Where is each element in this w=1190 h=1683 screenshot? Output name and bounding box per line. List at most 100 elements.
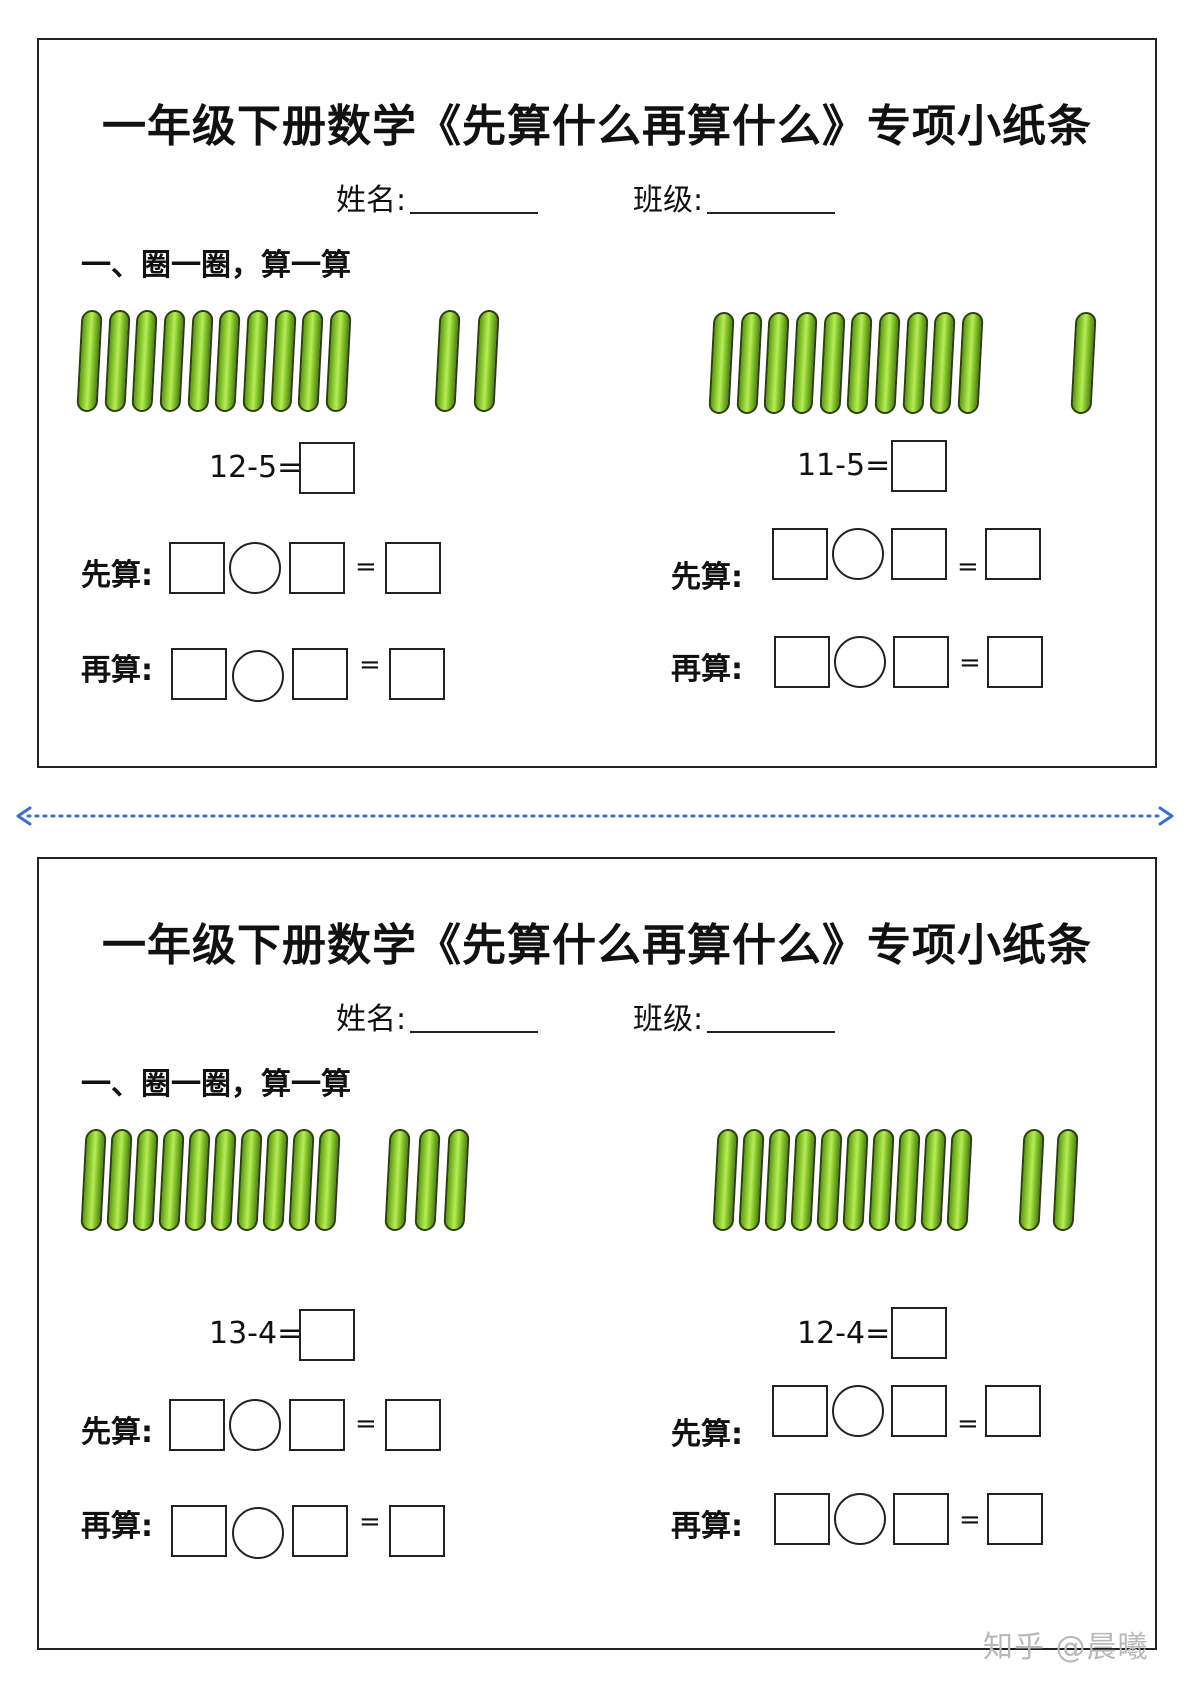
operand-box[interactable] <box>171 1505 227 1557</box>
counting-stick <box>818 312 846 414</box>
counting-stick <box>184 1129 211 1231</box>
class-label: 班级: <box>633 183 704 218</box>
answer-box[interactable] <box>299 1309 355 1361</box>
worksheet-2: 一年级下册数学《先算什么再算什么》专项小纸条 姓名: 班级: 一、圈一圈，算一算… <box>37 857 1157 1650</box>
class-blank-line[interactable] <box>707 1001 836 1033</box>
counting-stick <box>1018 1129 1045 1231</box>
arrow-left-icon <box>16 806 32 826</box>
counting-stick <box>434 310 461 412</box>
first-step-label: 先算: <box>671 1417 743 1452</box>
counting-stick <box>262 1129 289 1231</box>
class-blank-line[interactable] <box>707 182 836 214</box>
equals-sign: = <box>957 1409 979 1439</box>
answer-box[interactable] <box>891 1307 947 1359</box>
worksheet-title: 一年级下册数学《先算什么再算什么》专项小纸条 <box>102 920 1092 971</box>
counting-stick <box>80 1129 107 1231</box>
operator-circle[interactable] <box>229 542 281 594</box>
result-box[interactable] <box>987 1493 1043 1545</box>
then-step-label: 再算: <box>81 653 153 688</box>
stick-group-loose <box>384 1129 470 1233</box>
operator-circle[interactable] <box>832 1385 884 1437</box>
counting-stick <box>158 1129 185 1231</box>
counting-stick <box>764 1129 791 1231</box>
counting-stick <box>929 312 957 414</box>
operand-box[interactable] <box>772 1385 828 1437</box>
operand-box[interactable] <box>891 1385 947 1437</box>
counting-stick <box>846 312 874 414</box>
name-label: 姓名: <box>336 1002 407 1037</box>
equation-text: 11-5= <box>797 448 891 483</box>
result-box[interactable] <box>385 542 441 594</box>
counting-stick <box>242 310 269 412</box>
operand-box[interactable] <box>774 1493 830 1545</box>
first-step-label: 先算: <box>81 558 153 593</box>
equation-text: 13-4= <box>209 1316 303 1351</box>
counting-stick <box>946 1129 973 1231</box>
counting-stick <box>920 1129 947 1231</box>
counting-stick <box>735 312 763 414</box>
operand-box[interactable] <box>893 636 949 688</box>
counting-stick <box>269 310 297 412</box>
result-box[interactable] <box>389 648 445 700</box>
counting-stick <box>288 1129 315 1231</box>
counting-stick <box>1070 312 1097 414</box>
counting-stick <box>103 310 131 412</box>
result-box[interactable] <box>985 1385 1041 1437</box>
equals-sign: = <box>359 650 381 680</box>
counting-stick <box>874 312 901 414</box>
operand-box[interactable] <box>893 1493 949 1545</box>
operator-circle[interactable] <box>832 528 884 580</box>
answer-box[interactable] <box>891 440 947 492</box>
operator-circle[interactable] <box>229 1399 281 1451</box>
name-blank-line[interactable] <box>410 182 539 214</box>
operator-circle[interactable] <box>232 1507 284 1559</box>
name-field[interactable]: 姓名: <box>336 175 539 219</box>
operator-circle[interactable] <box>834 636 886 688</box>
counting-stick <box>210 1129 237 1231</box>
stick-group-loose <box>434 310 500 414</box>
equals-sign: = <box>959 1505 981 1535</box>
result-box[interactable] <box>385 1399 441 1451</box>
counting-stick <box>325 310 352 412</box>
counting-stick <box>131 310 159 412</box>
equals-sign: = <box>957 552 979 582</box>
then-step-label: 再算: <box>671 1509 743 1544</box>
counting-stick <box>76 310 103 412</box>
counting-stick <box>790 1129 817 1231</box>
counting-stick <box>868 1129 895 1231</box>
stick-group-bundle <box>712 1129 973 1233</box>
counting-stick <box>738 1129 765 1231</box>
result-box[interactable] <box>389 1505 445 1557</box>
counting-stick <box>894 1129 921 1231</box>
operand-box[interactable] <box>169 542 225 594</box>
counting-stick <box>236 1129 263 1231</box>
operator-circle[interactable] <box>232 650 284 702</box>
operand-box[interactable] <box>169 1399 225 1451</box>
operand-box[interactable] <box>292 1505 348 1557</box>
counting-stick <box>763 312 791 414</box>
name-field[interactable]: 姓名: <box>336 994 539 1038</box>
class-field[interactable]: 班级: <box>633 175 836 219</box>
counting-stick <box>816 1129 843 1231</box>
counting-stick <box>132 1129 159 1231</box>
operand-box[interactable] <box>774 636 830 688</box>
equation-text: 12-5= <box>209 450 303 485</box>
stick-group-loose <box>1070 312 1103 416</box>
result-box[interactable] <box>987 636 1043 688</box>
operand-box[interactable] <box>171 648 227 700</box>
equals-sign: = <box>959 648 981 678</box>
operand-box[interactable] <box>292 648 348 700</box>
operand-box[interactable] <box>891 528 947 580</box>
name-blank-line[interactable] <box>410 1001 539 1033</box>
answer-box[interactable] <box>299 442 355 494</box>
result-box[interactable] <box>985 528 1041 580</box>
operator-circle[interactable] <box>834 1493 886 1545</box>
counting-stick <box>186 310 214 412</box>
operand-box[interactable] <box>772 528 828 580</box>
operand-box[interactable] <box>289 1399 345 1451</box>
counting-stick <box>842 1129 869 1231</box>
counting-stick <box>106 1129 133 1231</box>
worksheet-title: 一年级下册数学《先算什么再算什么》专项小纸条 <box>102 101 1092 152</box>
class-field[interactable]: 班级: <box>633 994 836 1038</box>
operand-box[interactable] <box>289 542 345 594</box>
